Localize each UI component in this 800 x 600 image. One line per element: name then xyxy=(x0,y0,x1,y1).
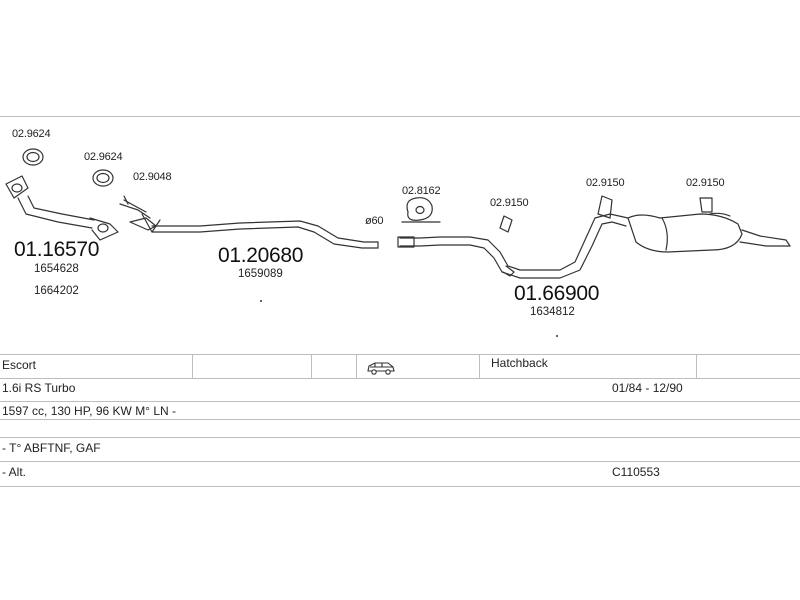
catalog-number-cell: C110553 xyxy=(612,465,660,479)
label-bracket: 02.9048 xyxy=(133,171,172,183)
part-ref-front-2: 1664202 xyxy=(34,285,79,297)
table-line-1 xyxy=(0,354,800,355)
table-line-7 xyxy=(0,486,800,487)
part-ref-middle-1: 1659089 xyxy=(238,268,283,280)
stray-dot-2 xyxy=(556,335,558,337)
bracket-shape xyxy=(119,199,161,233)
table-line-5 xyxy=(0,437,800,438)
part-number-middle: 01.20680 xyxy=(218,244,304,267)
part-ref-front-1: 1654628 xyxy=(34,263,79,275)
table-col-4 xyxy=(479,354,480,378)
part-ref-rear-1: 1634812 xyxy=(530,306,575,318)
engine-cell: 1.6i RS Turbo xyxy=(2,381,76,395)
part-number-front: 01.16570 xyxy=(14,238,100,261)
alt-cell: - Alt. xyxy=(2,465,27,479)
silencer-shape xyxy=(627,212,791,253)
table-line-3 xyxy=(0,401,800,402)
table-col-1 xyxy=(192,354,193,378)
codes-cell: - T° ABFTNF, GAF xyxy=(2,441,101,455)
label-clamp-a: 02.9624 xyxy=(12,128,51,140)
specs-cell: 1597 cc, 130 HP, 96 KW M° LN - xyxy=(2,404,176,418)
table-line-6 xyxy=(0,461,800,462)
car-icon xyxy=(367,362,395,375)
rubber-mount-shape xyxy=(401,197,441,223)
top-border xyxy=(0,116,800,117)
label-pipe-size: ø60 xyxy=(365,215,384,227)
model-cell: Escort xyxy=(2,358,37,372)
rear-pipe-shape xyxy=(397,213,629,279)
front-pipe-shape xyxy=(5,175,119,241)
middle-pipe-shape xyxy=(151,220,379,249)
table-col-5 xyxy=(696,354,697,378)
label-hanger-mid: 02.9150 xyxy=(490,197,529,209)
hanger-rear-a-shape xyxy=(597,195,613,219)
hanger-rear-b-shape xyxy=(699,197,713,213)
table-col-3 xyxy=(356,354,357,378)
table-line-4 xyxy=(0,419,800,420)
date-range-cell: 01/84 - 12/90 xyxy=(612,381,683,395)
label-hanger-rear-a: 02.9150 xyxy=(586,177,625,189)
hanger-mid-shape xyxy=(499,215,513,233)
clamp-ring-2 xyxy=(92,169,114,187)
stray-dot-1 xyxy=(260,300,262,302)
label-clamp-b: 02.9624 xyxy=(84,151,123,163)
label-rubber-mount: 02.8162 xyxy=(402,185,441,197)
part-number-rear: 01.66900 xyxy=(514,282,600,305)
body-type-cell: Hatchback xyxy=(491,356,548,370)
table-line-2 xyxy=(0,378,800,379)
label-hanger-rear-b: 02.9150 xyxy=(686,177,725,189)
table-col-2 xyxy=(311,354,312,378)
clamp-ring-1 xyxy=(22,148,44,166)
